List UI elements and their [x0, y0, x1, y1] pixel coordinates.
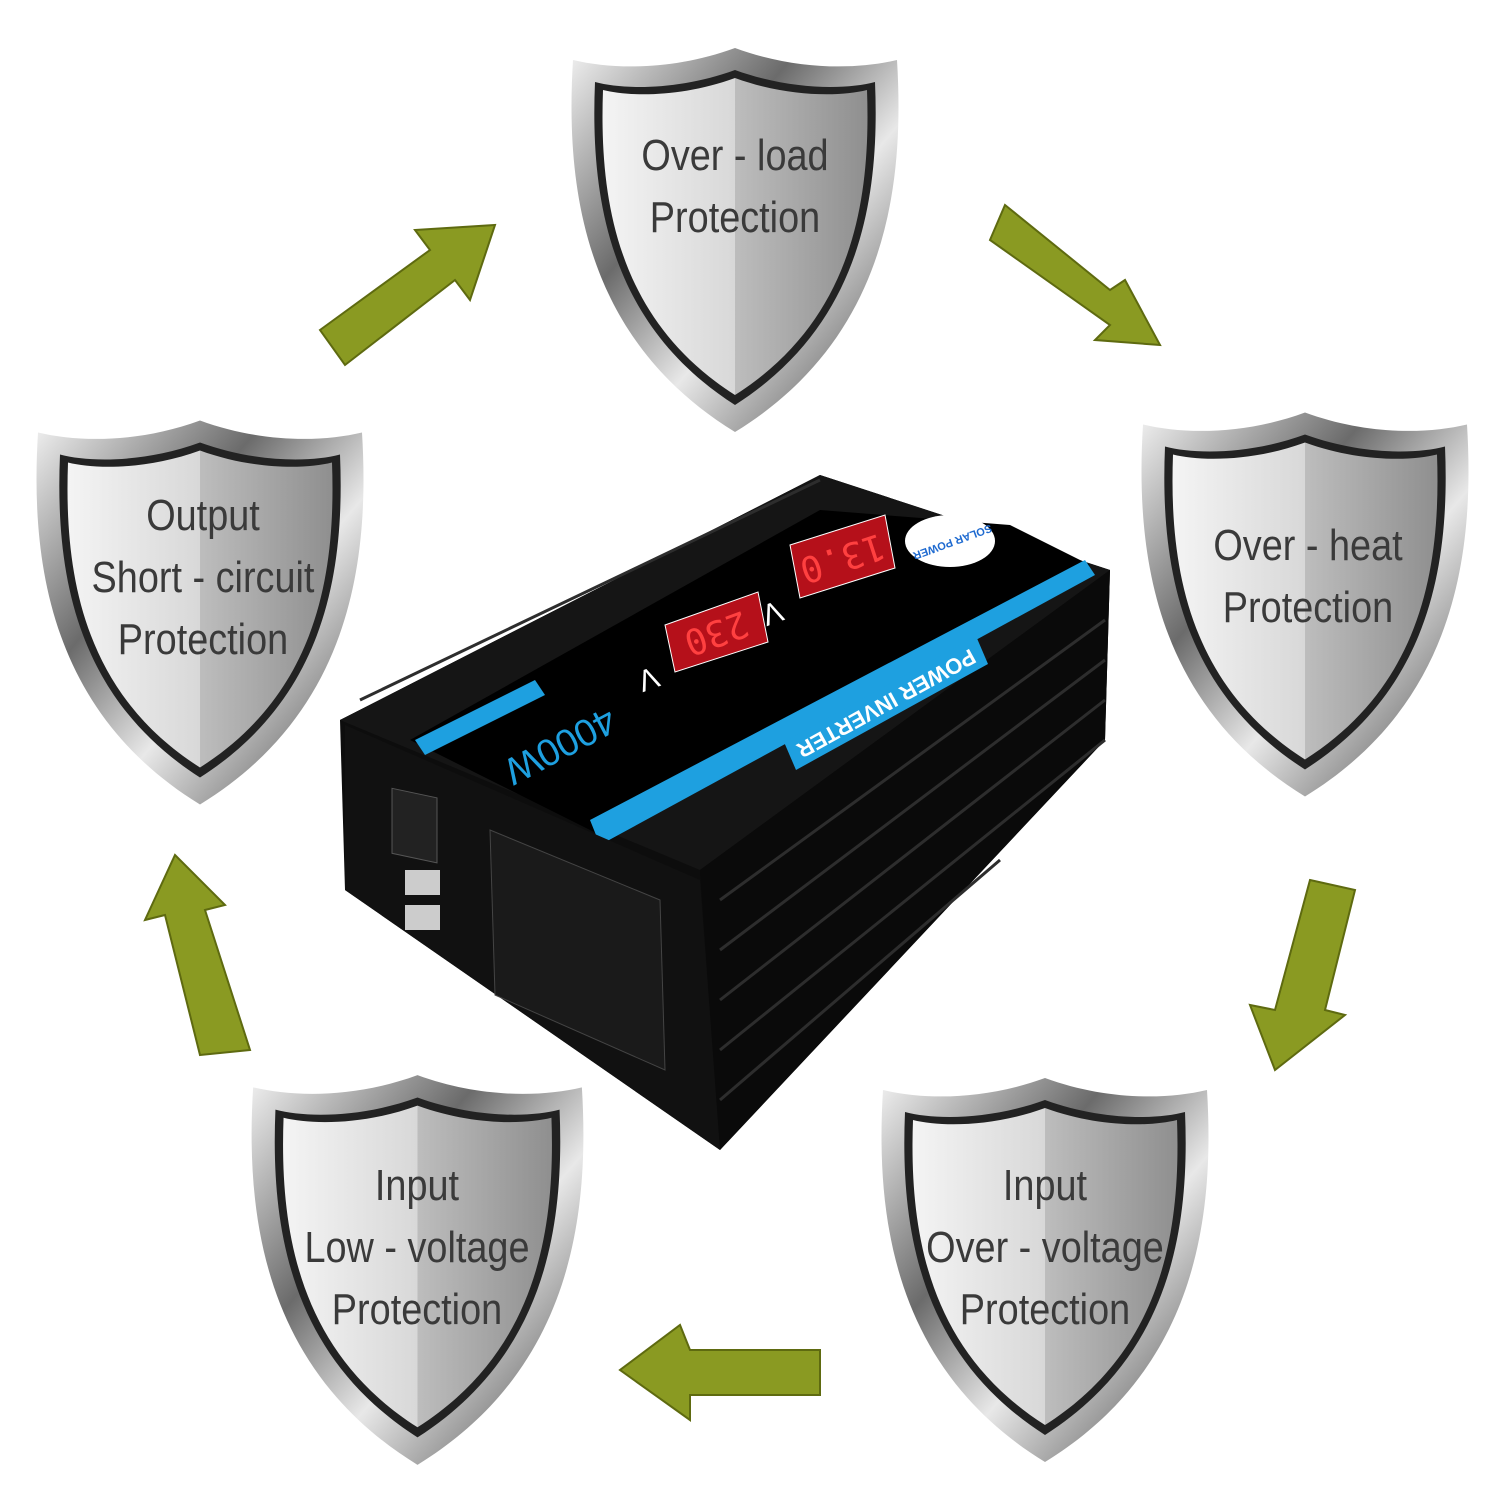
label-line: Low - voltage	[304, 1223, 530, 1272]
label-line: Input	[374, 1161, 460, 1210]
power-inverter	[340, 475, 1110, 1150]
arrow-icon	[1248, 878, 1357, 1072]
shield-label-overload: Over - load Protection	[589, 125, 881, 249]
label-line: Over - voltage	[926, 1223, 1164, 1272]
arrow-icon	[318, 223, 497, 367]
shield-label-input-lowvoltage: Input Low - voltage Protection	[271, 1155, 563, 1341]
usb-port[interactable]	[405, 870, 440, 895]
usb-port[interactable]	[405, 905, 440, 930]
title-stripe	[784, 636, 988, 770]
label-line: Protection	[117, 615, 289, 664]
label-line: Input	[1002, 1161, 1088, 1210]
shield-label-overheat: Over - heat Protection	[1162, 515, 1454, 639]
label-line: Protection	[331, 1285, 503, 1334]
shield-label-output-shortcircuit: Output Short - circuit Protection	[57, 485, 349, 671]
arrow-icon	[618, 1323, 821, 1422]
label-line: Over - load	[641, 131, 829, 180]
label-line: Protection	[649, 193, 821, 242]
label-line: Over - heat	[1213, 521, 1403, 570]
label-line: Protection	[959, 1285, 1131, 1334]
arrow-icon	[988, 203, 1162, 347]
ac-outlet[interactable]	[489, 829, 666, 1071]
label-line: Protection	[1222, 583, 1394, 632]
power-switch[interactable]	[391, 787, 438, 864]
label-line: Output	[146, 491, 260, 540]
output-display	[664, 591, 769, 673]
label-line: Short - circuit	[91, 553, 315, 602]
brand-logo	[905, 515, 995, 567]
arrow-icon	[143, 853, 252, 1057]
input-display	[789, 514, 896, 599]
shield-label-input-overvoltage: Input Over - voltage Protection	[899, 1155, 1191, 1341]
accent-stripe	[590, 560, 1095, 845]
